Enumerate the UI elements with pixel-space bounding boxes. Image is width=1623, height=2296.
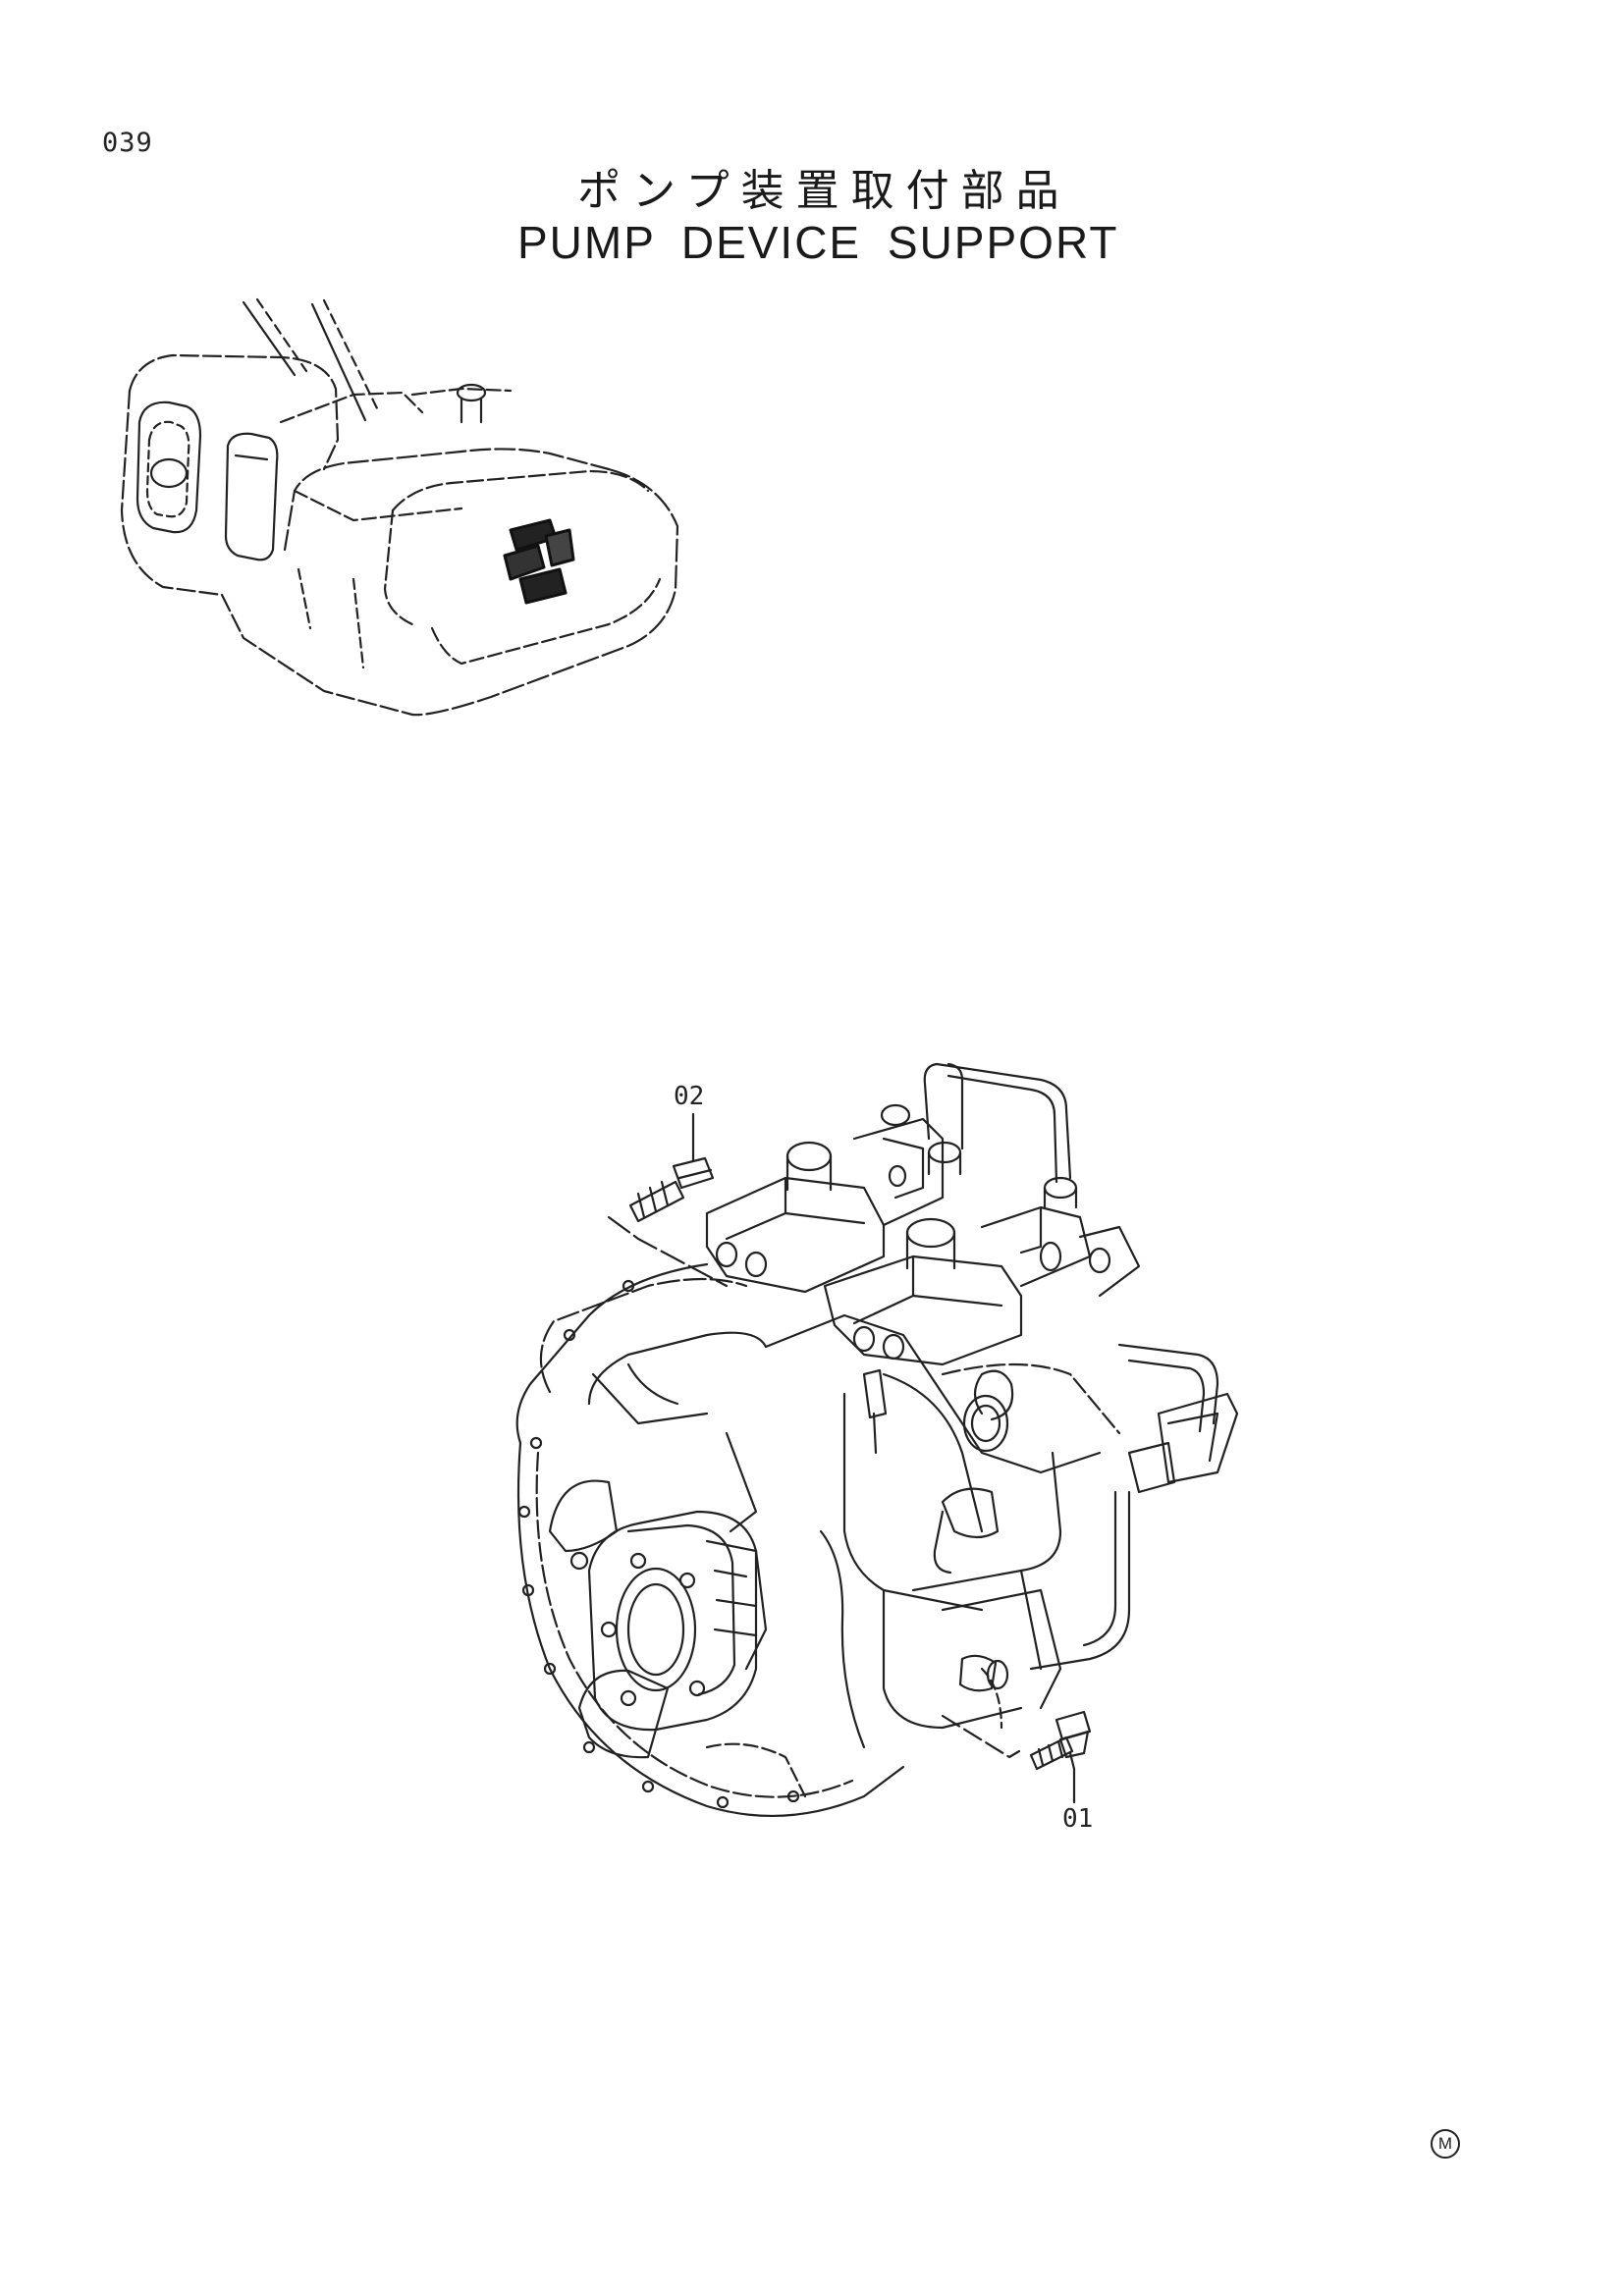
- title-english: PUMP DEVICE SUPPORT: [517, 217, 1119, 268]
- excavator-location-icon: [120, 297, 679, 717]
- callout-02: 02: [674, 1082, 705, 1111]
- flange-bolt-icon: [941, 1710, 1092, 1804]
- model-marker: M: [1431, 2129, 1460, 2159]
- title-japanese: ポンプ装置取付部品: [577, 166, 1071, 216]
- callout-01: 01: [1062, 1804, 1094, 1834]
- page-number: 039: [102, 128, 153, 158]
- flange-bolt-icon: [607, 1112, 729, 1288]
- pump-assembly-icon: [515, 1062, 1239, 1817]
